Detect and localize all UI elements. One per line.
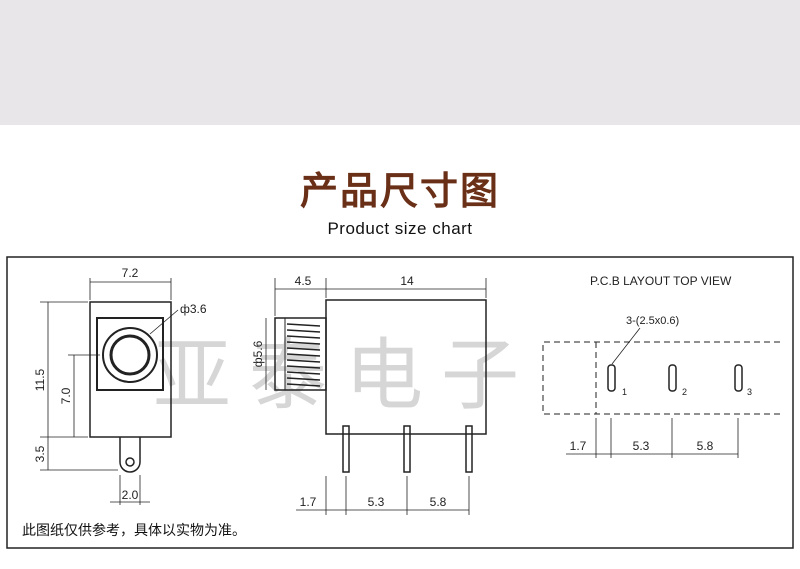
front-tab-hole bbox=[125, 457, 135, 467]
drawing-frame bbox=[6, 256, 794, 549]
pcb-outline-dashed bbox=[542, 341, 780, 415]
front-hole-outer bbox=[102, 327, 158, 383]
page-subtitle: Product size chart bbox=[327, 219, 473, 238]
pcb-pin-label-3: 3 bbox=[747, 387, 752, 397]
front-view bbox=[40, 278, 179, 505]
pcb-slot-label: 3-(2.5x0.6) bbox=[626, 315, 679, 327]
pcb-layout bbox=[542, 327, 780, 458]
pcb-pin-label-2: 2 bbox=[682, 387, 687, 397]
pcb-slot-2 bbox=[668, 364, 677, 392]
pcb-pin-label-1: 1 bbox=[622, 387, 627, 397]
side-pin-2 bbox=[403, 425, 411, 473]
side-pitch2-label: 5.8 bbox=[430, 495, 447, 509]
pcb-slot-1 bbox=[607, 364, 616, 392]
side-view bbox=[265, 278, 487, 515]
front-tab bbox=[119, 437, 141, 473]
front-tab-width-label: 2.0 bbox=[122, 488, 139, 502]
page-title: 产品尺寸图 bbox=[299, 169, 500, 213]
front-center-label: 7.0 bbox=[59, 387, 73, 404]
front-tab-height-label: 3.5 bbox=[33, 445, 47, 462]
pcb-slot-3 bbox=[734, 364, 743, 392]
front-face-square bbox=[96, 317, 164, 391]
side-pin-3 bbox=[465, 425, 473, 473]
pcb-pitch2-label: 5.8 bbox=[697, 439, 714, 453]
front-width-label: 7.2 bbox=[122, 266, 139, 280]
top-banner bbox=[0, 0, 800, 125]
side-body-length-label: 14 bbox=[400, 274, 414, 288]
side-offset-label: 1.7 bbox=[300, 495, 317, 509]
watermark-text: 亚泰电子 bbox=[153, 331, 537, 421]
side-pin-1 bbox=[342, 425, 350, 473]
thread-lines bbox=[286, 323, 321, 387]
pcb-title: P.C.B LAYOUT TOP VIEW bbox=[590, 274, 732, 288]
pcb-pitch1-label: 5.3 bbox=[633, 439, 650, 453]
front-hole-dia-label: ф3.6 bbox=[180, 302, 207, 316]
front-height-label: 11.5 bbox=[33, 368, 47, 391]
side-thread-length-label: 4.5 bbox=[295, 274, 312, 288]
disclaimer-note: 此图纸仅供参考，具体以实物为准。 bbox=[22, 523, 246, 539]
side-thread-dia-label: ф5.6 bbox=[251, 340, 265, 367]
front-body bbox=[89, 301, 172, 438]
pcb-offset-label: 1.7 bbox=[570, 439, 587, 453]
front-hole-inner bbox=[109, 334, 151, 376]
side-pitch1-label: 5.3 bbox=[368, 495, 385, 509]
side-thread bbox=[274, 317, 327, 391]
